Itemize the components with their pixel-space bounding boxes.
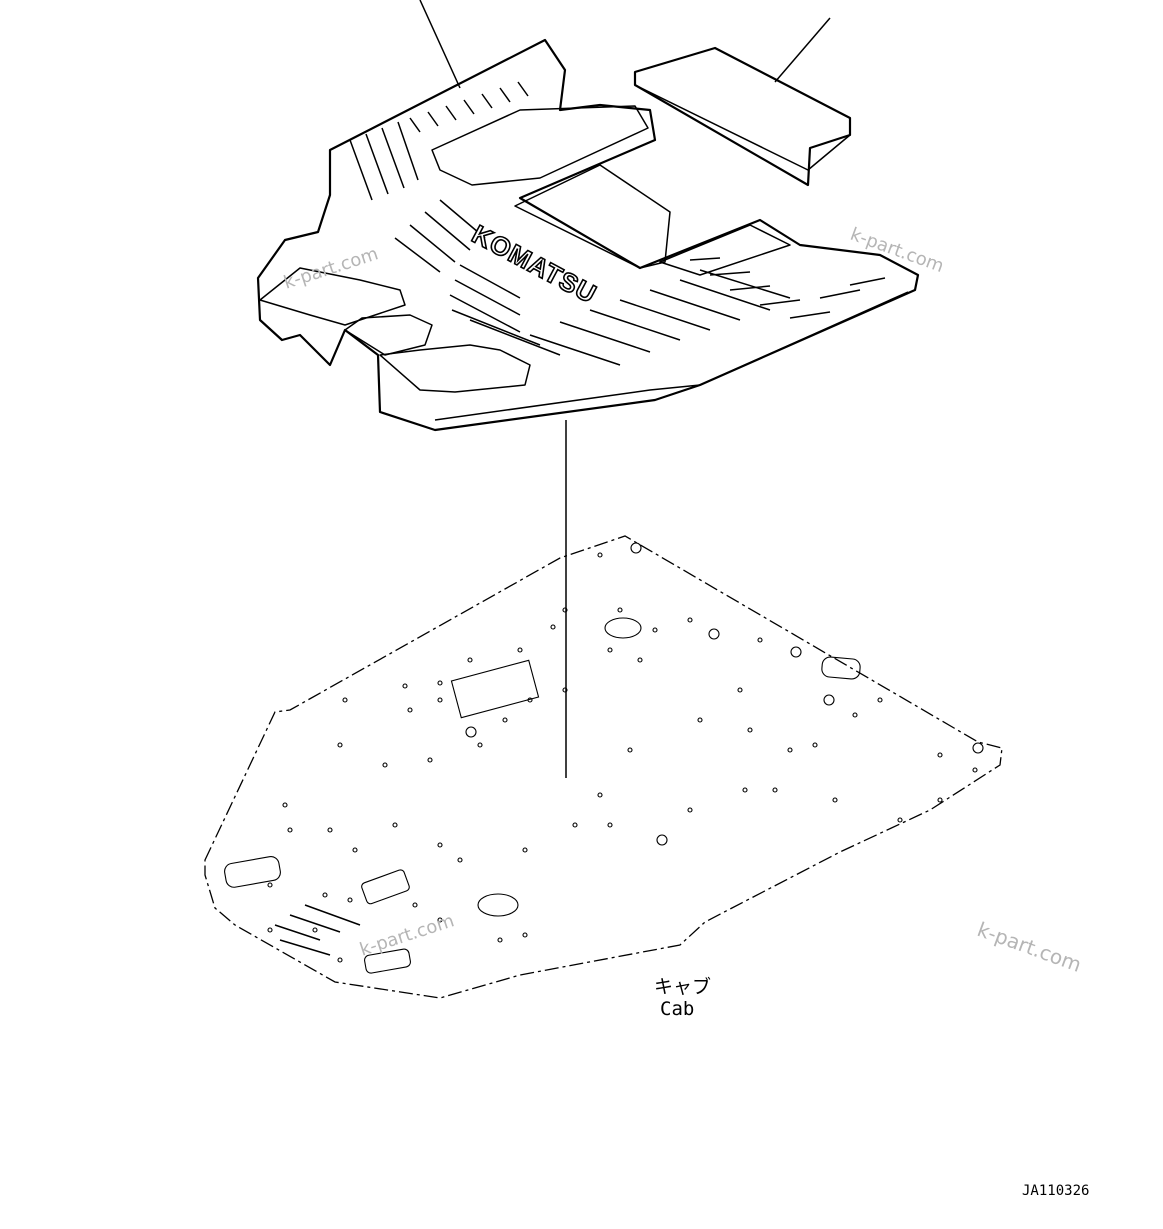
label-cab-japanese: キャブ	[654, 976, 712, 998]
label-cab: Cab	[660, 998, 695, 1020]
floor-pad	[633, 46, 852, 187]
komatsu-logo: KOMATSU	[467, 219, 602, 310]
cab-floor-plate	[204, 535, 1003, 999]
drawing-id: JA110326	[1022, 1183, 1090, 1199]
floor-mat: KOMATSU	[256, 38, 920, 432]
leader-lines	[419, 0, 831, 778]
